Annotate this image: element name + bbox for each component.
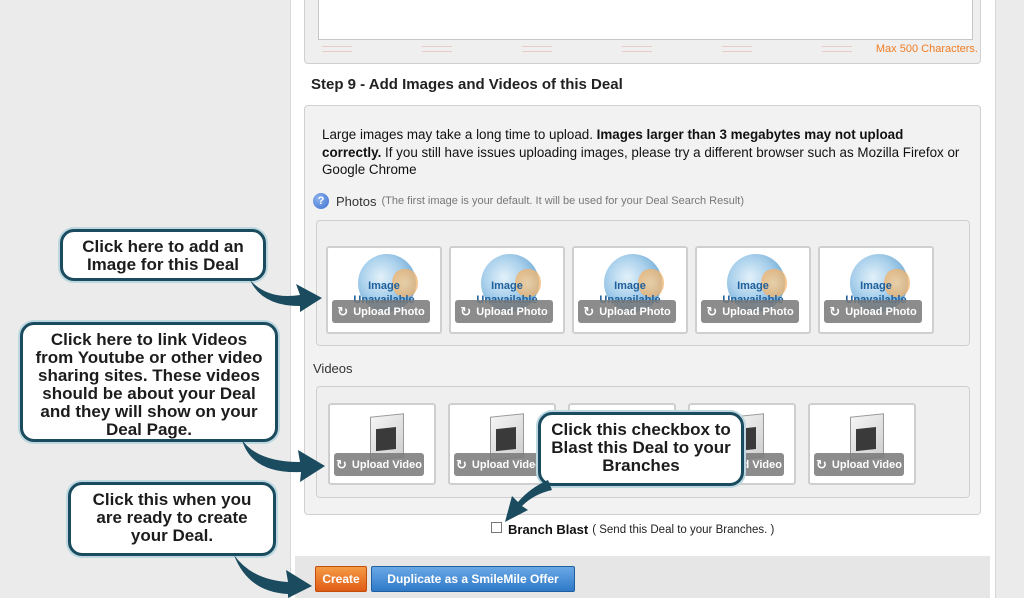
refresh-icon: ↻ — [706, 303, 718, 319]
refresh-icon: ↻ — [336, 456, 347, 472]
instructions-lead: Large images may take a long time to upl… — [322, 127, 597, 142]
help-icon[interactable]: ? — [313, 193, 329, 209]
instructions-tail: If you still have issues uploading image… — [322, 144, 960, 178]
upload-photo-button[interactable]: ↻ Upload Photo — [578, 300, 676, 323]
description-textarea[interactable] — [318, 0, 973, 40]
upload-photo-button[interactable]: ↻ Upload Photo — [824, 300, 922, 323]
photos-header: ? Photos (The first image is your defaul… — [313, 193, 744, 209]
create-button[interactable]: Create — [315, 566, 367, 592]
refresh-icon: ↻ — [460, 303, 472, 319]
refresh-icon: ↻ — [456, 456, 467, 472]
callout-branch-blast: Click this checkbox to Blast this Deal t… — [538, 412, 744, 486]
photo-slot[interactable]: ImageUnavailable↻Upload Photo — [695, 246, 811, 334]
refresh-icon: ↻ — [816, 456, 827, 472]
upload-photo-label: Upload Photo — [845, 305, 917, 318]
photo-slot[interactable]: ImageUnavailable↻Upload Photo — [572, 246, 688, 334]
branch-blast-label[interactable]: Branch Blast — [508, 522, 589, 537]
callout-link-videos: Click here to link Videos from Youtube o… — [20, 322, 278, 442]
branch-blast-checkbox[interactable] — [491, 522, 502, 533]
refresh-icon: ↻ — [337, 303, 349, 319]
callout-arrow-image — [250, 280, 322, 312]
photo-slot[interactable]: ImageUnavailable↻Upload Photo — [449, 246, 565, 334]
refresh-icon: ↻ — [583, 303, 595, 319]
branch-blast-note: ( Send this Deal to your Branches. ) — [592, 523, 775, 536]
callout-arrow-branch-blast — [505, 480, 552, 522]
textarea-decoration — [318, 42, 973, 54]
duplicate-smilemile-button[interactable]: Duplicate as a SmileMile Offer — [371, 566, 575, 592]
image-unavailable-line1: Image — [368, 280, 400, 292]
callout-create: Click this when you are ready to create … — [68, 482, 276, 556]
video-slot[interactable]: ↻ Upload Video — [328, 403, 436, 485]
image-unavailable-line1: Image — [614, 280, 646, 292]
photo-slot[interactable]: ImageUnavailable↻Upload Photo — [818, 246, 934, 334]
upload-photo-button[interactable]: ↻ Upload Photo — [332, 300, 430, 323]
photo-slot[interactable]: ImageUnavailable↻Upload Photo — [326, 246, 442, 334]
upload-video-button[interactable]: ↻ Upload Video — [454, 453, 544, 476]
image-unavailable-line1: Image — [737, 280, 769, 292]
video-slot[interactable]: ↻ Upload Video — [808, 403, 916, 485]
image-unavailable-line1: Image — [491, 280, 523, 292]
upload-photo-label: Upload Photo — [353, 305, 425, 318]
upload-video-label: Upload Video — [831, 458, 902, 471]
callout-add-image: Click here to add an Image for this Deal — [60, 229, 266, 281]
upload-photo-label: Upload Photo — [476, 305, 548, 318]
max-characters-hint: Max 500 Characters. — [875, 43, 978, 55]
videos-label: Videos — [313, 361, 353, 376]
photos-note: (The first image is your default. It wil… — [381, 195, 745, 207]
upload-video-button[interactable]: ↻ Upload Video — [334, 453, 424, 476]
upload-photo-button[interactable]: ↻ Upload Photo — [701, 300, 799, 323]
callout-arrow-videos — [242, 440, 325, 482]
upload-video-label: Upload Video — [351, 458, 422, 471]
upload-video-label: Upload Video — [471, 458, 542, 471]
upload-instructions: Large images may take a long time to upl… — [322, 126, 962, 179]
refresh-icon: ↻ — [829, 303, 841, 319]
upload-photo-button[interactable]: ↻ Upload Photo — [455, 300, 553, 323]
upload-photo-label: Upload Photo — [722, 305, 794, 318]
callout-arrow-create — [234, 555, 312, 598]
upload-photo-label: Upload Photo — [599, 305, 671, 318]
upload-video-button[interactable]: ↻ Upload Video — [814, 453, 904, 476]
instructions-warning: Images larger than 3 megabytes may not u… — [322, 127, 904, 160]
image-unavailable-line1: Image — [860, 280, 892, 292]
photos-label: Photos — [336, 193, 377, 209]
branch-blast-row: Branch Blast ( Send this Deal to your Br… — [491, 522, 774, 537]
step-title: Step 9 - Add Images and Videos of this D… — [311, 76, 623, 93]
